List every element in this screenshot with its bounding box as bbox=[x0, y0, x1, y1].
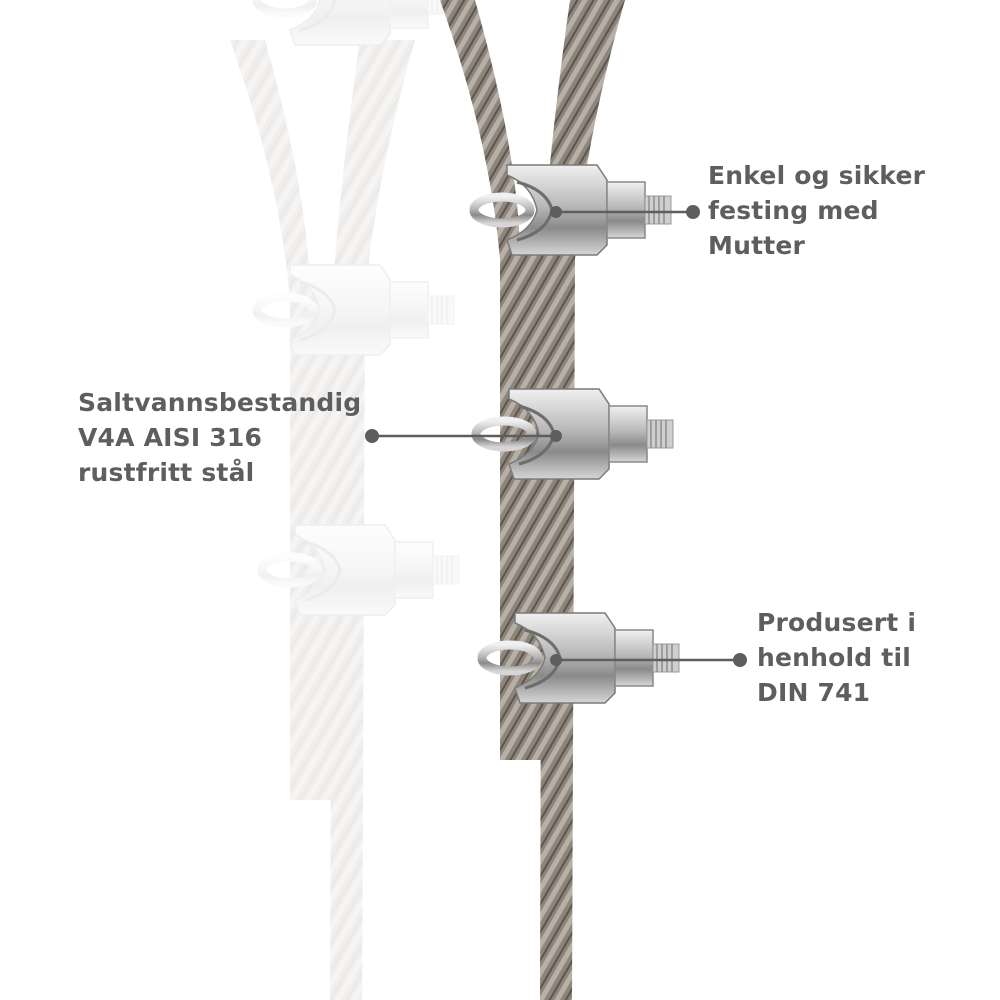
callout-nut-fastening: Enkel og sikker festing med Mutter bbox=[708, 158, 925, 263]
callout-line: DIN 741 bbox=[757, 678, 871, 707]
callout-line: Produsert i bbox=[757, 608, 917, 637]
main-rope bbox=[440, 0, 625, 1000]
ghost-rope-faded bbox=[230, 0, 459, 1000]
callout-line: rustfritt stål bbox=[78, 458, 255, 487]
callout-material: Saltvannsbestandig V4A AISI 316 rustfrit… bbox=[78, 385, 361, 490]
callout-line: V4A AISI 316 bbox=[78, 423, 263, 452]
callout-standard: Produsert i henhold til DIN 741 bbox=[757, 605, 916, 710]
callout-line: Enkel og sikker bbox=[708, 161, 926, 190]
callout-line: festing med bbox=[708, 196, 879, 225]
callout-line: Mutter bbox=[708, 231, 806, 260]
callout-line: Saltvannsbestandig bbox=[78, 388, 362, 417]
callout-pointers bbox=[365, 205, 747, 667]
callout-line: henhold til bbox=[757, 643, 911, 672]
